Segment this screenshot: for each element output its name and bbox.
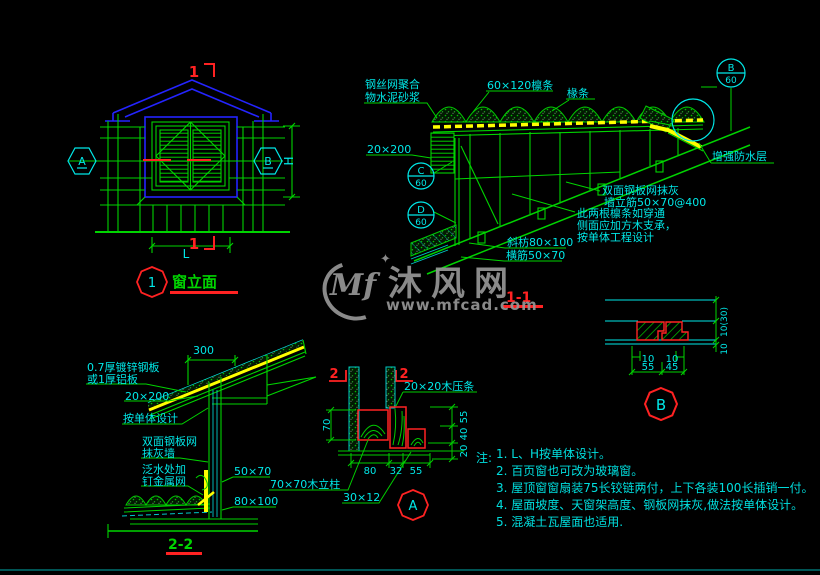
detail-a-bubble <box>397 489 429 521</box>
watermark-url: www.mfcad.com <box>386 296 538 314</box>
label-mesh-mortar-2: 物水泥砂浆 <box>365 90 420 104</box>
dim-32: 32 <box>390 466 403 477</box>
note-item-5: 5. 混凝土瓦屋面也适用. <box>496 515 624 529</box>
dim-10-30-vertical: 10(30) <box>720 307 730 337</box>
label-wall-mesh-2: 墙立筋50×70@400 <box>604 195 706 209</box>
label-wall-mesh-2: 抹灰墙 <box>142 446 175 460</box>
dim-80: 80 <box>364 466 377 477</box>
note-item-3: 3. 屋顶窗窗扇装75长铰链两付，上下各装100长插销一付。 <box>496 481 814 495</box>
dim-20-right: 20 <box>459 445 470 458</box>
axis-bubble-b: B <box>264 155 272 168</box>
dim-70: 70 <box>322 419 333 432</box>
label-tip-2: 侧面应加方木支承， <box>577 218 676 232</box>
label-purlin: 60×120檩条 <box>487 78 553 92</box>
label-stud-50x70: 50×70 <box>234 465 271 478</box>
window-elevation-drawing: 1 1 A B H L 1 窗立面 <box>67 63 300 298</box>
label-tip-1: 此两根檩条如穿通 <box>577 206 665 220</box>
section-mark-1-top: 1 <box>189 63 199 81</box>
label-cap-strip: 20×20木压条 <box>404 379 474 393</box>
dim-300: 300 <box>193 344 214 357</box>
detail-b-bubble <box>643 386 679 422</box>
dim-55: 55 <box>642 362 655 373</box>
label-wall-mesh-1: 双面钢板网 <box>142 434 197 448</box>
elevation-title: 窗立面 <box>172 273 217 291</box>
label-plate-20x200: 20×200 <box>367 143 411 156</box>
watermark-brand: 沐风网 <box>388 264 517 304</box>
dim-45: 45 <box>666 362 679 373</box>
title-bubble-1-num: 1 <box>148 276 156 291</box>
detail-bubble-c60-letter: C <box>418 166 425 177</box>
section-mark-1-bottom: 1 <box>189 235 199 253</box>
axis-bubble-a: A <box>78 155 86 168</box>
label-flashing-1: 泛水处加 <box>142 463 186 476</box>
detail-bubble-d60-sheet: 60 <box>415 218 427 228</box>
section-1-1-title: 1-1 <box>506 290 531 306</box>
detail-a-letter: A <box>409 499 418 514</box>
watermark: Mf ✦ 沐风网 www.mfcad.com <box>312 251 537 331</box>
label-tip-3: 按单体工程设计 <box>577 230 654 244</box>
section-1-1-drawing: B 60 C 60 D 60 钢丝网聚合 物水泥砂浆 60×120檩条 椽条 2… <box>364 58 774 308</box>
label-wood-post: 70×70木立柱 <box>270 477 340 491</box>
detail-bubble-b60-sheet: 60 <box>725 76 737 86</box>
section-mark-2-right: 2 <box>399 367 408 382</box>
dim-10-left: 10 <box>642 354 655 365</box>
dim-55-right: 55 <box>459 411 470 424</box>
note-item-4: 4. 屋面坡度、天窗架高度、钢板网抹灰,做法按单体设计。 <box>496 498 804 512</box>
section-2-2-title: 2-2 <box>168 537 193 553</box>
dim-55-bottom: 55 <box>410 466 423 477</box>
label-galv-plate-2: 或1厚铝板 <box>87 372 138 386</box>
note-item-1: 1. L、H按单体设计。 <box>496 447 611 461</box>
note-item-2: 2. 百页窗也可改为玻璃窗。 <box>496 464 644 478</box>
title-bubble-1 <box>136 266 168 298</box>
notes-prefix: 注: <box>476 451 493 465</box>
dim-h: H <box>282 156 296 165</box>
label-strip-30x12: 30×12 <box>343 491 380 504</box>
detail-a-drawing: 2 2 70 80 32 <box>269 366 477 521</box>
label-rafter: 椽条 <box>567 86 589 100</box>
sparkle-icon: ✦ <box>380 252 391 267</box>
detail-b-letter: B <box>656 396 666 414</box>
detail-bubble-b60-letter: B <box>728 63 735 74</box>
dim-l: L <box>183 247 190 261</box>
label-horizontal-member: 横筋50×70 <box>506 248 565 262</box>
watermark-logo: Mf <box>330 268 377 303</box>
label-mesh-mortar-1: 钢丝网聚合 <box>365 77 420 91</box>
label-diagonal-member: 斜枋80×100 <box>507 235 573 249</box>
detail-bubble-d60-letter: D <box>417 205 425 216</box>
dim-10-vertical: 10 <box>720 343 730 355</box>
detail-b-drawing: 10 10 55 45 10(30) 10 B <box>605 296 730 422</box>
dim-10-right: 10 <box>666 354 679 365</box>
label-waterproof: 增强防水层 <box>712 149 767 163</box>
dim-40-right: 40 <box>459 428 470 441</box>
label-wall-mesh-1: 双面钢板网抹灰 <box>602 183 679 197</box>
label-flashing-2: 钉金属网 <box>142 474 186 488</box>
detail-bubble-c60-sheet: 60 <box>415 179 427 189</box>
general-notes: 注: 1. L、H按单体设计。 2. 百页窗也可改为玻璃窗。 3. 屋顶窗窗扇装… <box>468 446 818 531</box>
section-2-2-drawing: 300 0.7厚镀锌钢板 或1厚铝板 20×200 按单体设计 双面钢板网 抹灰… <box>86 339 317 555</box>
label-per-unit-design: 按单体设计 <box>123 411 178 425</box>
section-mark-2-left: 2 <box>329 367 338 382</box>
label-galv-plate-1: 0.7厚镀锌钢板 <box>87 360 160 374</box>
label-batten-20x200: 20×200 <box>125 390 169 403</box>
label-beam-80x100: 80×100 <box>234 495 278 508</box>
